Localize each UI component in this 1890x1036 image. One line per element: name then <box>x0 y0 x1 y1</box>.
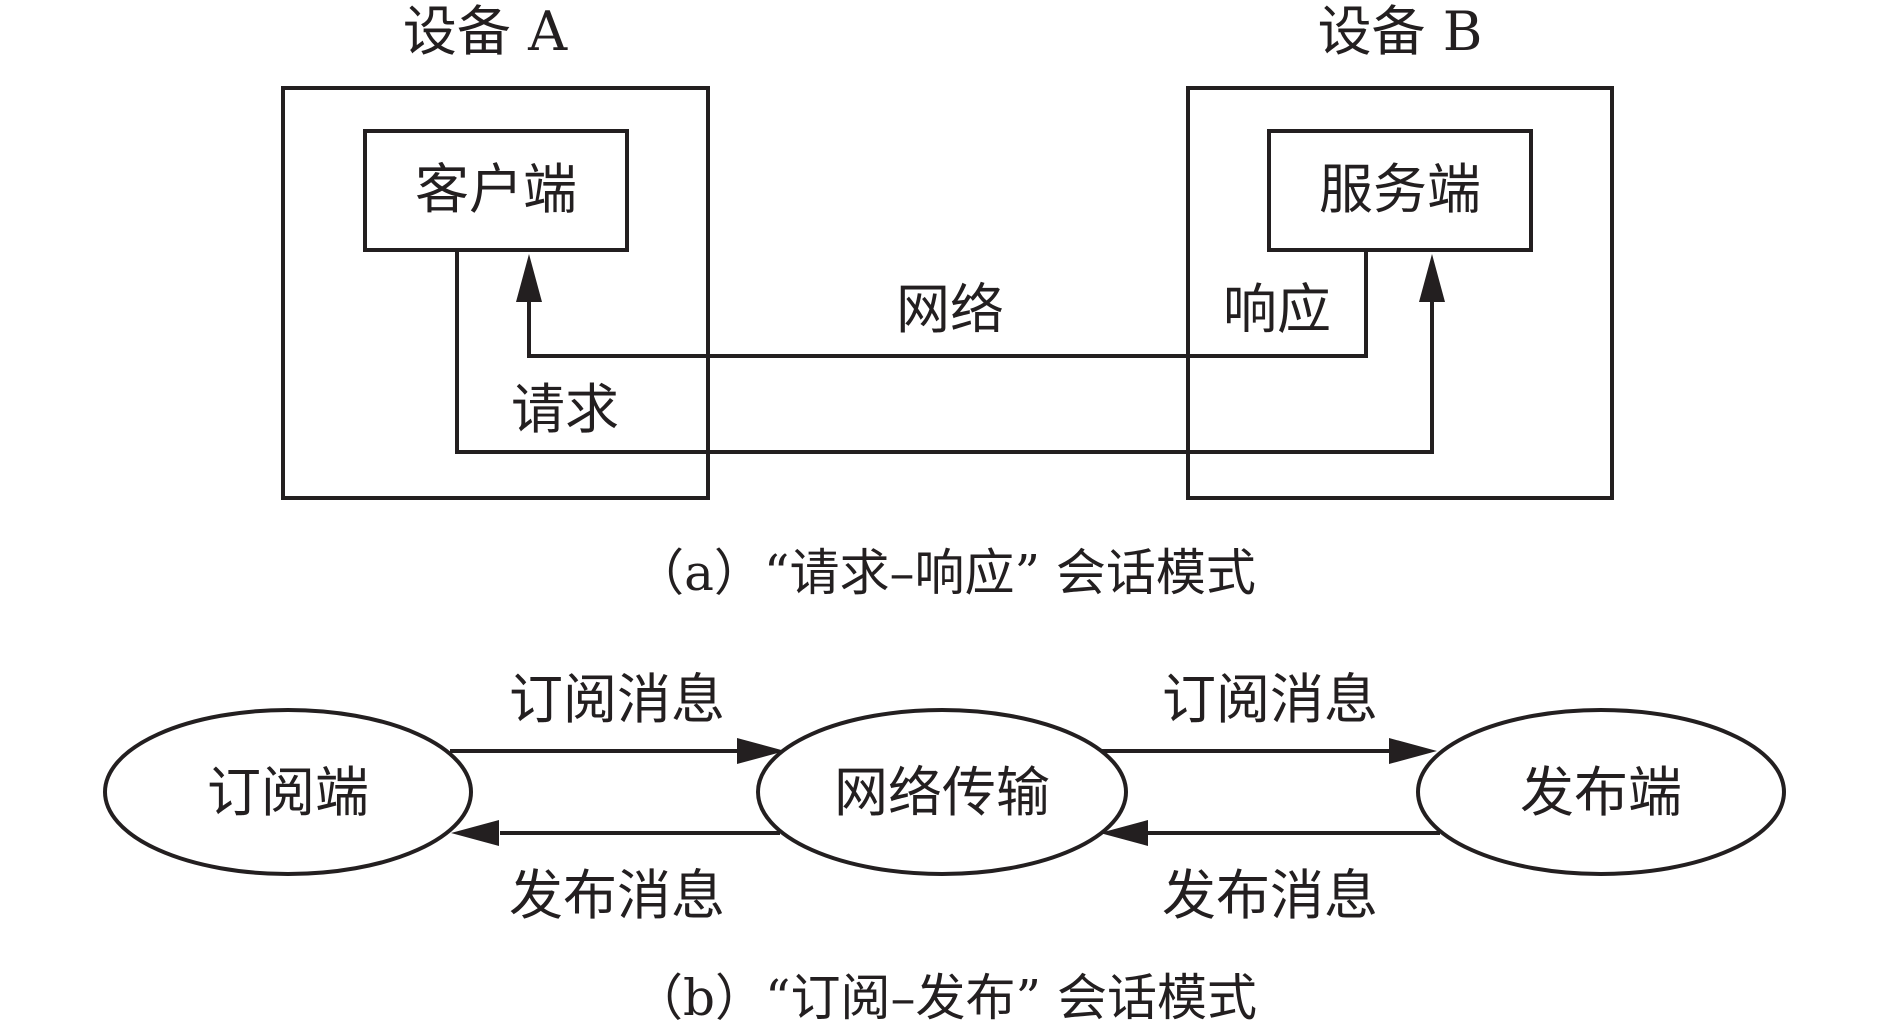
publish-msg-left-label: 发布消息 <box>509 864 725 927</box>
subscribe-arrow-right-head <box>1389 738 1437 764</box>
caption-b: （b）“订阅–发布” 会话模式 <box>633 969 1257 1027</box>
device-a-box <box>281 86 710 500</box>
publisher-label: 发布端 <box>1520 761 1682 824</box>
subscribe-msg-left-label: 订阅消息 <box>509 668 725 731</box>
response-path <box>527 250 1368 358</box>
publisher-node <box>1416 708 1786 876</box>
response-label: 响应 <box>1223 278 1331 341</box>
client-label: 客户端 <box>415 158 577 221</box>
request-response-diagram: 设备 A 设备 B 客户端 服务端 网络 响应 请求 （a）“请求–响应” 会话… <box>281 0 1614 602</box>
subscriber-label: 订阅端 <box>207 761 369 824</box>
publish-arrow-left-head <box>451 820 499 846</box>
client-box <box>363 129 629 252</box>
response-arrowhead <box>516 254 542 302</box>
subscribe-arrow-left-head <box>737 738 785 764</box>
request-path <box>455 250 1434 454</box>
subscriber-node <box>103 708 473 876</box>
server-label: 服务端 <box>1319 158 1481 221</box>
publish-msg-right-label: 发布消息 <box>1162 864 1378 927</box>
device-a-label: 设备 A <box>403 0 568 63</box>
network-label: 网络 <box>896 278 1004 341</box>
network-transfer-label: 网络传输 <box>834 761 1050 824</box>
device-b-label: 设备 B <box>1318 0 1483 63</box>
request-arrowhead <box>1419 254 1445 302</box>
subscribe-msg-right-label: 订阅消息 <box>1162 668 1378 731</box>
caption-a: （a）“请求–响应” 会话模式 <box>634 544 1256 602</box>
network-transfer-node <box>756 708 1128 876</box>
request-label: 请求 <box>511 378 619 441</box>
server-box <box>1267 129 1533 252</box>
device-b-box <box>1186 86 1614 500</box>
subscribe-publish-diagram: 订阅端 网络传输 发布端 订阅消息 订阅消息 发布消息 发布消息 （b）“订阅–… <box>103 668 1786 1027</box>
publish-arrow-right-head <box>1100 820 1148 846</box>
